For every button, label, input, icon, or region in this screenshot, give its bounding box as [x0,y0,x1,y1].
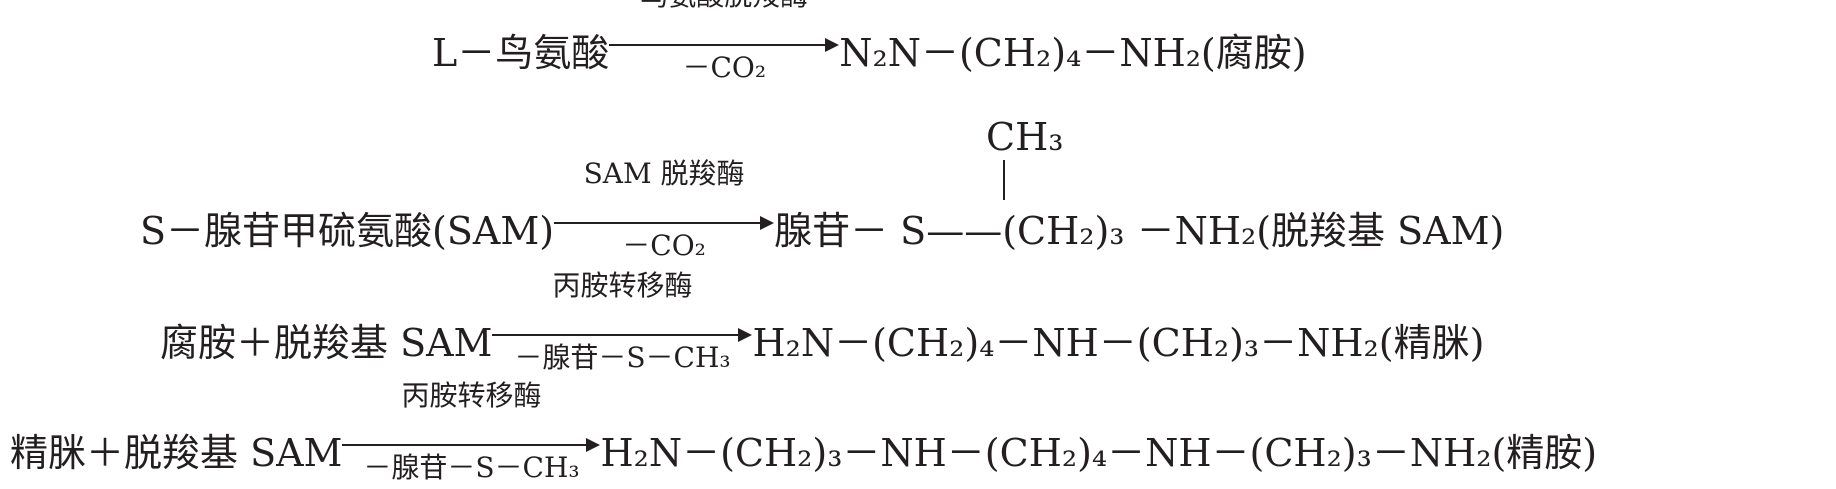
arrow-line [492,334,743,336]
reaction-3-enzyme: 丙胺转移酶 [552,269,693,302]
reaction-4-product: H₂N－(CH₂)₃－NH－(CH₂)₄－NH－(CH₂)₃－NH₂(精胺) [600,431,1598,475]
reaction-3-reactant: 腐胺＋脱羧基 SAM [160,321,493,365]
reaction-3: 腐胺＋脱羧基 SAM 丙胺转移酶 －腺苷－S－CH₃ H₂N－(CH₂)₄－NH… [160,272,1485,372]
reaction-1-reactant: L－鸟氨酸 [432,31,610,75]
reaction-4-byproduct: －腺苷－S－CH₃ [363,451,580,484]
reaction-4-arrow: 丙胺转移酶 －腺苷－S－CH₃ [342,382,601,482]
reaction-2-reactant: S－腺苷甲硫氨酸(SAM) [140,209,555,253]
reaction-3-arrow: 丙胺转移酶 －腺苷－S－CH₃ [492,272,753,372]
reaction-4: 精脒＋脱羧基 SAM 丙胺转移酶 －腺苷－S－CH₃ H₂N－(CH₂)₃－NH… [10,382,1598,482]
arrow-head-icon [760,216,775,230]
reaction-1-product: N₂N－(CH₂)₄－NH₂(腐胺) [839,31,1307,75]
arrow-head-icon [738,328,753,342]
arrow-head-icon [825,38,840,52]
reaction-2-methyl-bond [1003,160,1005,200]
arrow-line [554,222,765,224]
reaction-2-byproduct: －CO₂ [622,229,706,262]
arrow-line [609,44,830,46]
reaction-2-methyl: CH₃ [986,115,1064,159]
reaction-3-byproduct: －腺苷－S－CH₃ [514,341,731,374]
reaction-2-arrow: SAM 脱羧酶 －CO₂ [554,160,775,260]
reaction-3-product: H₂N－(CH₂)₄－NH－(CH₂)₃－NH₂(精脒) [752,321,1485,365]
reaction-1-arrow: 鸟氨酸脱羧酶 －CO₂ [609,0,840,82]
arrow-line [342,444,591,446]
arrow-head-icon [586,438,601,452]
reaction-1: L－鸟氨酸 鸟氨酸脱羧酶 －CO₂ N₂N－(CH₂)₄－NH₂(腐胺) [432,0,1307,82]
reaction-1-byproduct: －CO₂ [682,51,767,84]
reaction-2-product: 腺苷－ S——(CH₂)₃ －NH₂(脱羧基 SAM) [774,209,1505,253]
reaction-1-enzyme: 鸟氨酸脱羧酶 [609,0,839,10]
reaction-2: S－腺苷甲硫氨酸(SAM) SAM 脱羧酶 －CO₂ 腺苷－ S——(CH₂)₃… [140,160,1505,260]
reaction-4-enzyme: 丙胺转移酶 [401,379,542,412]
reaction-2-enzyme: SAM 脱羧酶 [583,157,745,190]
reaction-4-reactant: 精脒＋脱羧基 SAM [10,431,343,475]
